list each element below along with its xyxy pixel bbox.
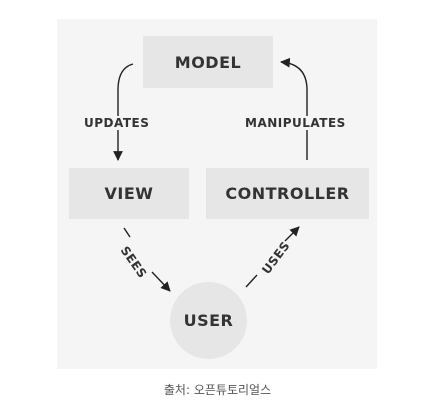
controller-node: CONTROLLER bbox=[206, 168, 369, 219]
model-node: MODEL bbox=[143, 36, 273, 88]
source-caption: 출처: 오픈튜토리얼스 bbox=[163, 383, 272, 397]
arrow-sees-head bbox=[151, 271, 171, 292]
arrow-updates bbox=[113, 63, 134, 161]
view-node: VIEW bbox=[69, 168, 189, 219]
edge-label-updates: UPDATES bbox=[82, 116, 152, 130]
arrow-manipulates bbox=[280, 57, 308, 160]
user-node: USER bbox=[170, 282, 247, 359]
arrow-sees bbox=[123, 227, 131, 238]
arrow-uses-head bbox=[284, 226, 300, 242]
model-label: MODEL bbox=[174, 52, 242, 72]
view-label: VIEW bbox=[104, 184, 154, 203]
edge-label-manipulates: MANIPULATES bbox=[243, 116, 348, 130]
controller-label: CONTROLLER bbox=[225, 184, 350, 203]
arrow-uses bbox=[245, 274, 258, 288]
user-label: USER bbox=[183, 311, 234, 330]
